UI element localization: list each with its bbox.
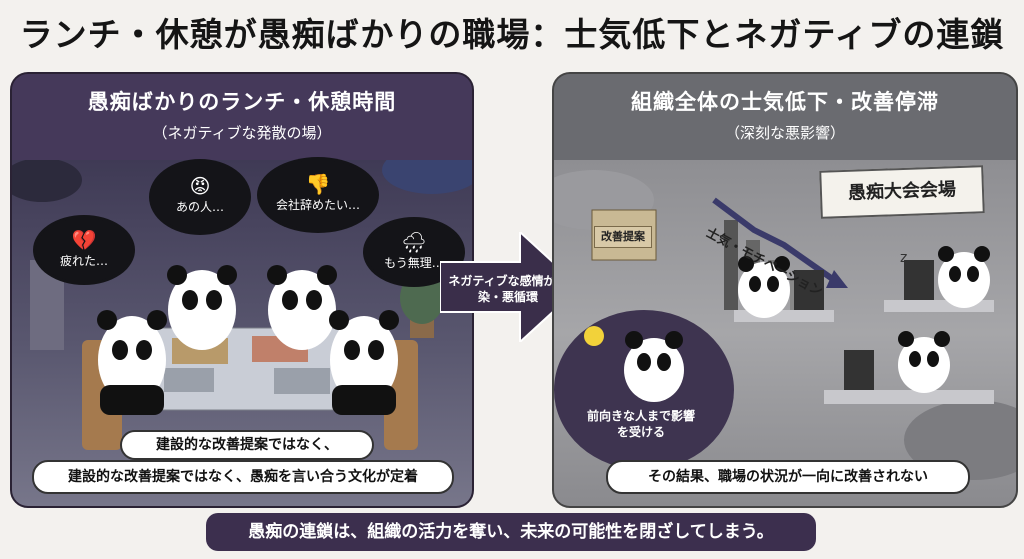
footer-banner: 愚痴の連鎖は、組織の活力を奪い、未来の可能性を閉ざしてしまう。 (206, 513, 816, 551)
panda-icon (624, 331, 684, 402)
bubble-text: あの人… (175, 200, 224, 214)
chart-bar (724, 220, 738, 310)
arrow-label: ネガティブな感情が伝染・悪循環 (448, 274, 568, 304)
storm-cloud-icon (12, 158, 82, 202)
right-caption: その結果、職場の状況が一向に改善されない (606, 460, 970, 494)
lunch-illustration (12, 146, 472, 450)
storm-cloud-icon (382, 146, 472, 194)
bubble-text: もう無理… (384, 256, 444, 270)
panda-icon (329, 310, 399, 415)
speech-bubble: 💔 疲れた… (36, 218, 132, 282)
left-panel: 愚痴ばかりのランチ・休憩時間 （ネガティブな発散の場） (10, 72, 474, 508)
broken-heart-icon: 💔 (71, 228, 97, 252)
bubble-text: 疲れた… (59, 254, 108, 268)
panda-icon (938, 246, 990, 308)
panda-icon (738, 256, 790, 318)
plant-icon (400, 272, 444, 324)
right-panel: 組織全体の士気低下・改善停滞 （深刻な悪影響） (552, 72, 1018, 508)
speech-bubble: 😡 あの人… (152, 162, 248, 232)
tray-shape (164, 368, 214, 392)
right-panel-subheading: （深刻な悪影響） (724, 124, 845, 142)
light-bulb-icon (584, 326, 604, 346)
left-panel-heading: 愚痴ばかりのランチ・休憩時間 (87, 90, 397, 114)
rain-cloud-icon: 🌧 (401, 230, 427, 254)
lunch-scene: 😡 あの人… 👎 会社辞めたい… 💔 疲れた… 🌧 もう無理… 建設的な改善提案… (12, 146, 472, 506)
suggestion-box-label: 改善提案 (594, 226, 652, 248)
page-title: ランチ・休憩が愚痴ばかりの職場：士気低下とネガティブの連鎖 (19, 15, 1005, 54)
transition-arrow-icon (440, 232, 580, 342)
smoke-cloud-shape (904, 400, 1016, 480)
panda-icon (97, 310, 167, 415)
left-caption: 建設的な改善提案ではなく、愚痴を言い合う文化が定着 (32, 460, 454, 494)
office-scene: z その結果、職場の状況が一向に改善されない (554, 160, 1016, 506)
decline-arrow-icon (712, 197, 836, 283)
thought-label: 前向きな人まで影響を受ける (586, 409, 695, 439)
right-panel-header: 組織全体の士気低下・改善停滞 （深刻な悪影響） (554, 74, 1016, 160)
monitor-icon (844, 350, 874, 390)
monitor-icon (794, 270, 824, 310)
left-panel-header: 愚痴ばかりのランチ・休憩時間 （ネガティブな発散の場） (12, 74, 472, 160)
tray-shape (274, 368, 330, 394)
monitor-icon (904, 260, 934, 300)
thumbs-down-icon: 👎 (305, 172, 331, 196)
banner: 愚痴大会会場 (819, 165, 985, 219)
bubble-text: 会社辞めたい… (275, 198, 360, 212)
angry-face-icon: 😡 (189, 174, 211, 198)
panda-icon (167, 265, 237, 350)
sleep-icon: z (900, 250, 907, 266)
right-panel-heading: 組織全体の士気低下・改善停滞 (631, 90, 939, 114)
panda-icon (267, 265, 337, 350)
speech-bubble: 👎 会社辞めたい… (260, 160, 376, 230)
caption-line1: 建設的な改善提案ではなく、 (120, 430, 374, 460)
desk-shape (824, 390, 994, 404)
left-panel-subheading: （ネガティブな発散の場） (152, 124, 332, 142)
panda-icon (898, 331, 950, 393)
